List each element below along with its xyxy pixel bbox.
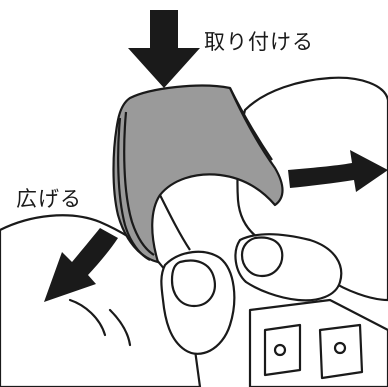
- spread-label: 広げる: [16, 187, 82, 211]
- curved-arrow-down-left-icon: [44, 228, 118, 302]
- left-hand: [0, 214, 236, 387]
- curved-arrow-right-icon: [288, 150, 388, 192]
- right-hand: [234, 76, 388, 302]
- arrow-down-icon: [128, 10, 200, 88]
- gray-cover: [112, 84, 284, 264]
- attach-label: 取り付ける: [204, 30, 314, 54]
